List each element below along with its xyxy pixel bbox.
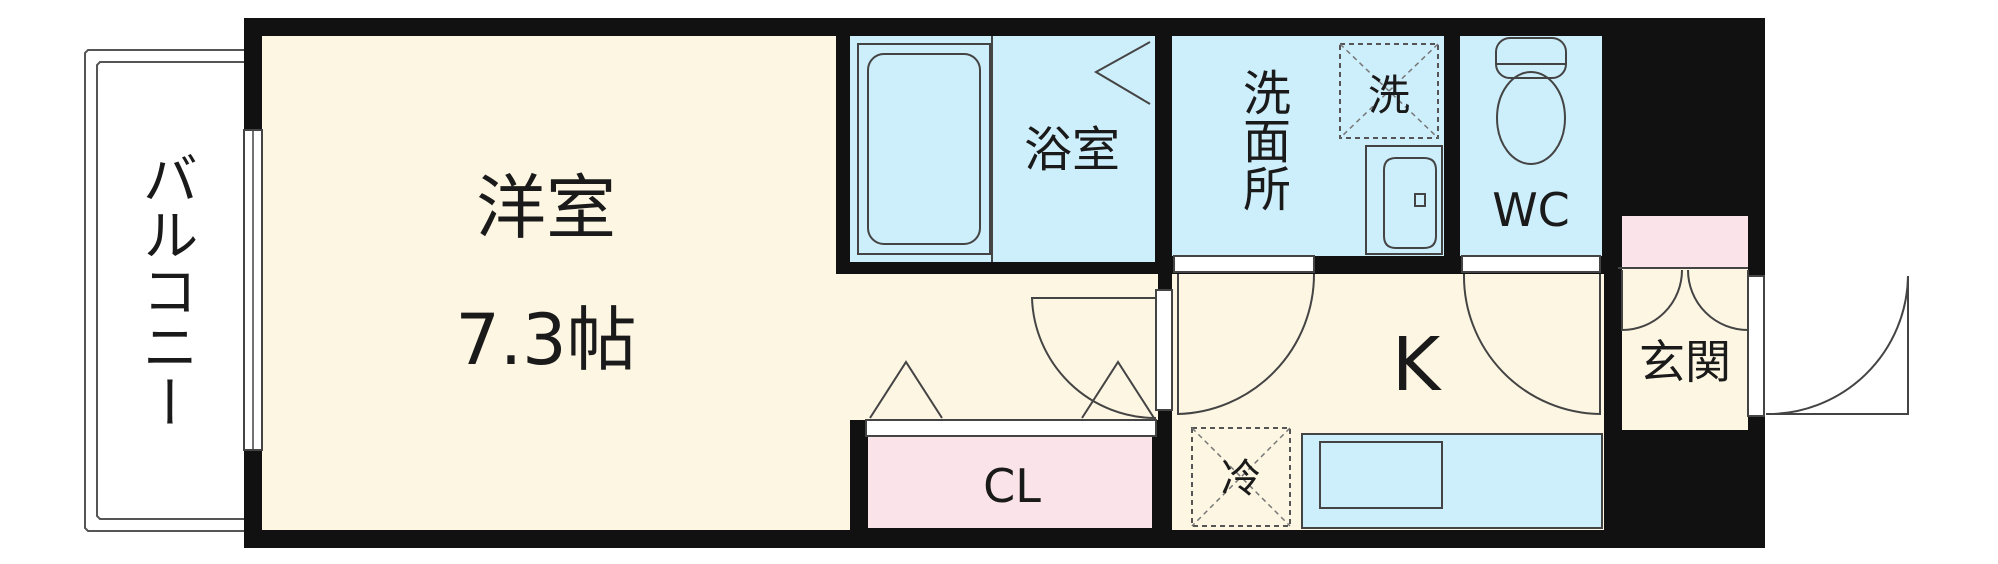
shoe-cabinet-door-b bbox=[1687, 269, 1749, 332]
kitchen-label: K bbox=[1392, 322, 1443, 408]
front-door bbox=[1765, 275, 1909, 416]
doors bbox=[1030, 255, 1909, 419]
fridge-space bbox=[1191, 427, 1291, 527]
toilet-door bbox=[1462, 273, 1601, 416]
washer-space bbox=[1339, 43, 1439, 139]
bathroom bbox=[850, 36, 1155, 262]
balcony-label: バルコニー bbox=[133, 150, 198, 430]
bathroom-label: 浴室 bbox=[1024, 122, 1120, 178]
washroom-label: 洗面所 bbox=[1234, 68, 1290, 212]
entrance-label: 玄関 bbox=[1639, 335, 1731, 389]
room-door bbox=[1030, 297, 1157, 419]
closet-door-track bbox=[865, 419, 1157, 437]
toilet-room bbox=[1460, 36, 1602, 256]
toilet-tank bbox=[1495, 37, 1567, 79]
western-room-name: 洋室 bbox=[476, 167, 616, 249]
closet-door-left bbox=[869, 360, 943, 419]
toilet-bowl bbox=[1496, 71, 1566, 165]
closet-door-right bbox=[1081, 360, 1155, 419]
toilet-label: WC bbox=[1492, 183, 1570, 237]
bathtub bbox=[857, 43, 991, 255]
western-room-size: 7.3帖 bbox=[455, 299, 636, 381]
kitchen-sink bbox=[1319, 441, 1443, 509]
balcony bbox=[84, 49, 244, 532]
kitchen bbox=[1172, 274, 1604, 530]
kitchen-counter bbox=[1301, 433, 1603, 529]
balcony-window bbox=[243, 129, 263, 451]
fridge-mark: 冷 bbox=[1221, 456, 1261, 502]
washroom-door bbox=[1177, 273, 1315, 416]
closet-label: CL bbox=[983, 459, 1041, 513]
bath-vent bbox=[1093, 41, 1151, 105]
entrance bbox=[1618, 216, 1749, 430]
shoe-cabinet-door-a bbox=[1621, 269, 1683, 332]
wash-basin bbox=[1365, 145, 1443, 255]
closet bbox=[865, 360, 1157, 528]
washroom bbox=[1172, 36, 1444, 256]
washer-mark: 洗 bbox=[1368, 71, 1410, 120]
